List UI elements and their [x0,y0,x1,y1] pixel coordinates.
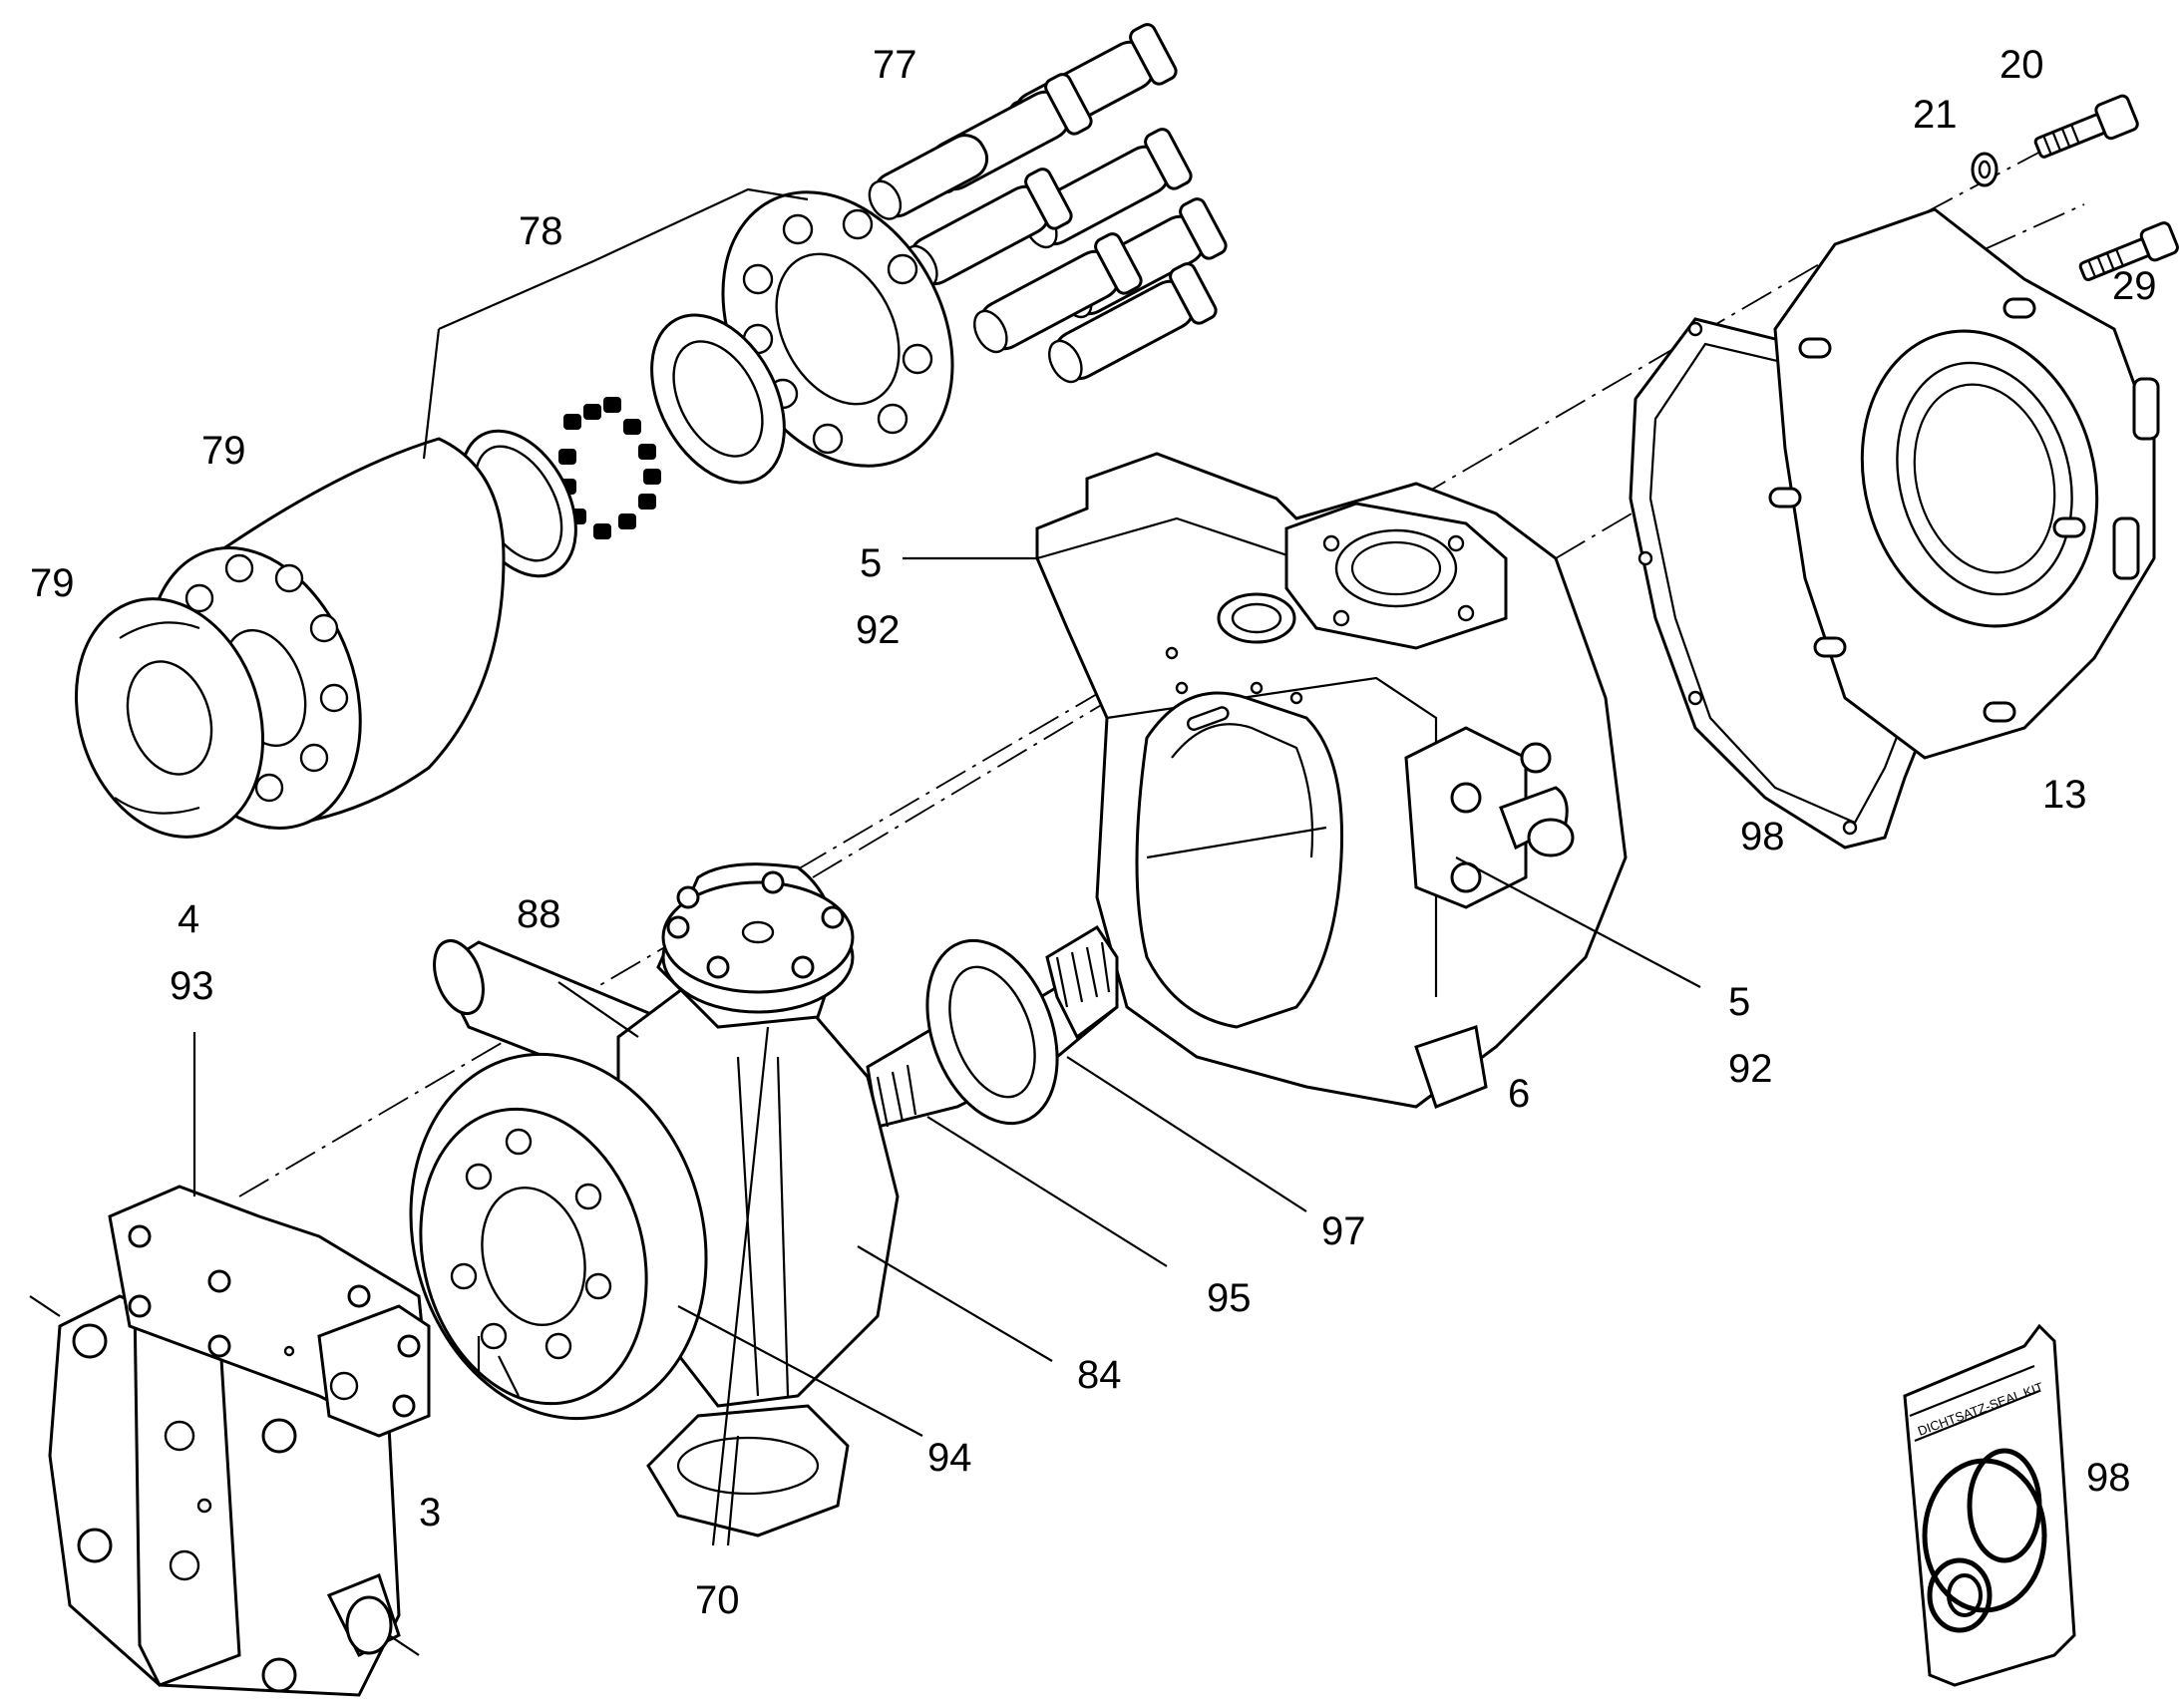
callout-13: 13 [2042,773,2087,817]
end-cover [1768,207,2160,760]
ball-guide-ring [650,313,786,485]
callout-92-lower: 92 [1728,1047,1773,1091]
callout-95: 95 [1207,1276,1252,1320]
callout-77: 77 [873,43,917,87]
cap-screw-20 [2033,94,2139,159]
callout-92-upper: 92 [856,608,901,652]
cap-screw-29 [2078,221,2179,281]
callout-70: 70 [695,1578,740,1622]
control-valve [29,1294,420,1697]
callout-3: 3 [419,1491,441,1535]
callout-21: 21 [1913,93,1958,137]
callout-6: 6 [1508,1072,1530,1116]
callout-94: 94 [927,1436,972,1480]
bearing-cover [409,1052,708,1421]
callout-29: 29 [2112,264,2157,308]
callout-93: 93 [170,964,214,1008]
callout-79-top: 79 [201,429,246,473]
callout-5-lower: 5 [1728,980,1750,1024]
callout-88: 88 [517,892,561,936]
pump-housing [1035,452,1628,1109]
callout-78: 78 [519,209,563,253]
drive-shaft [866,924,1119,1129]
callout-98-kit: 98 [2086,1456,2131,1500]
washer-21 [1971,152,1998,187]
valve-block [108,1185,431,1438]
callout-20: 20 [1999,43,2044,87]
callout-79-left: 79 [30,561,75,605]
callout-5-upper: 5 [860,541,882,585]
leader-lines [192,187,1701,1546]
valve-plate [74,597,265,839]
callout-84: 84 [1077,1353,1122,1397]
callout-98-gasket: 98 [1740,815,1785,858]
callout-97: 97 [1321,1209,1366,1253]
callout-4: 4 [178,897,199,941]
piston-set [868,23,1228,384]
seal-kit-bag: DICHTSATZ-SEAL KIT [1903,1323,2076,1687]
callout-labels: 77 20 21 29 78 79 79 5 92 13 98 4 93 88 … [30,43,2157,1622]
